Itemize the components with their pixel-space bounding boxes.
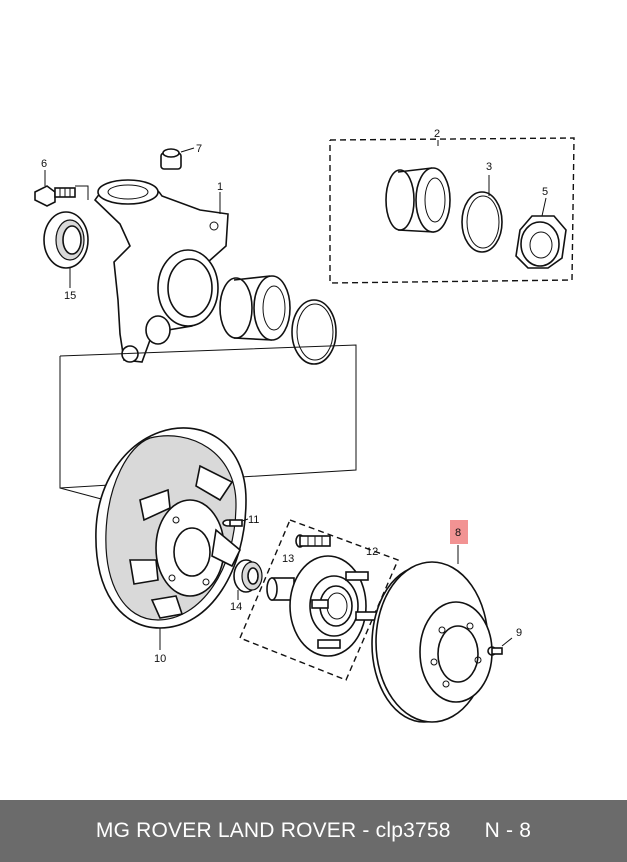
hub-kit-box-12 — [239, 519, 399, 681]
spacer-part-14[interactable] — [233, 559, 263, 600]
brake-disc-part-8[interactable] — [371, 545, 493, 723]
callout-6: 6 — [41, 158, 47, 170]
callout-2: 2 — [434, 128, 440, 140]
callout-8: 8 — [455, 527, 461, 539]
exploded-parts-diagram: 1 2 3 5 6 7 8 9 10 11 12 13 14 15 — [34, 128, 575, 723]
assembly-outline — [59, 344, 357, 489]
footer-ref: N - 8 — [484, 819, 532, 842]
callout-3: 3 — [486, 161, 492, 173]
callout-5: 5 — [542, 186, 548, 198]
bolt-part-6[interactable] — [34, 170, 89, 207]
stud-part-13[interactable] — [295, 534, 331, 548]
footer-bar: MG ROVER LAND ROVER - clp3758 N - 8 — [0, 800, 627, 862]
callout-14: 14 — [230, 601, 242, 613]
hub-nut-part-5[interactable] — [515, 197, 567, 269]
callout-7: 7 — [196, 143, 202, 155]
backplate-part-10[interactable] — [95, 427, 247, 650]
callout-11: 11 — [248, 514, 259, 526]
callout-1: 1 — [217, 181, 223, 193]
hub-knuckle-part-1[interactable] — [93, 179, 229, 363]
bearing-kit-part[interactable] — [385, 167, 451, 233]
kit-box-2 — [329, 137, 575, 284]
nut-part-7[interactable] — [160, 147, 195, 170]
circlip-part-3[interactable] — [461, 175, 503, 253]
screw-part-11[interactable] — [222, 518, 249, 527]
seal-part-15[interactable] — [43, 211, 89, 288]
footer-brand: MG ROVER LAND ROVER - clp3758 — [95, 819, 451, 842]
callout-8-highlight — [450, 520, 468, 544]
callout-10: 10 — [154, 653, 166, 665]
callout-12: 12 — [366, 546, 378, 558]
callout-15: 15 — [64, 290, 76, 302]
callout-9: 9 — [516, 627, 522, 639]
wheel-bearing[interactable] — [219, 275, 291, 341]
screw-part-9[interactable] — [487, 637, 513, 656]
bearing-circlip[interactable] — [291, 299, 337, 365]
wheel-hub[interactable] — [266, 555, 379, 657]
callout-13: 13 — [282, 553, 294, 565]
